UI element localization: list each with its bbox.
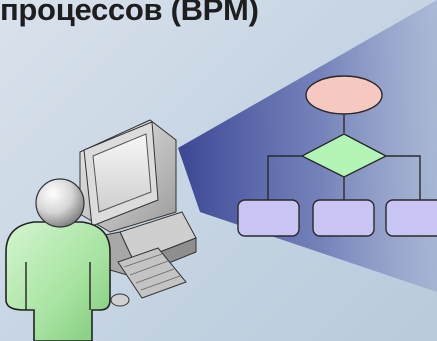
user-body bbox=[5, 221, 111, 341]
projection-beam bbox=[178, 0, 437, 292]
mouse bbox=[110, 293, 130, 307]
user-head bbox=[35, 178, 85, 228]
monitor-screen bbox=[92, 133, 152, 213]
diagram-title: процессов (BPM) bbox=[0, 0, 259, 27]
process-box-right bbox=[385, 199, 437, 237]
process-box-left bbox=[237, 199, 300, 237]
start-terminator-shape bbox=[305, 75, 383, 115]
user-icon bbox=[5, 178, 111, 341]
process-box-middle bbox=[312, 199, 375, 237]
desktop-computer-icon bbox=[79, 119, 197, 307]
keyboard bbox=[117, 247, 187, 299]
decision-shape bbox=[300, 133, 388, 178]
flowchart-icon bbox=[237, 75, 437, 237]
